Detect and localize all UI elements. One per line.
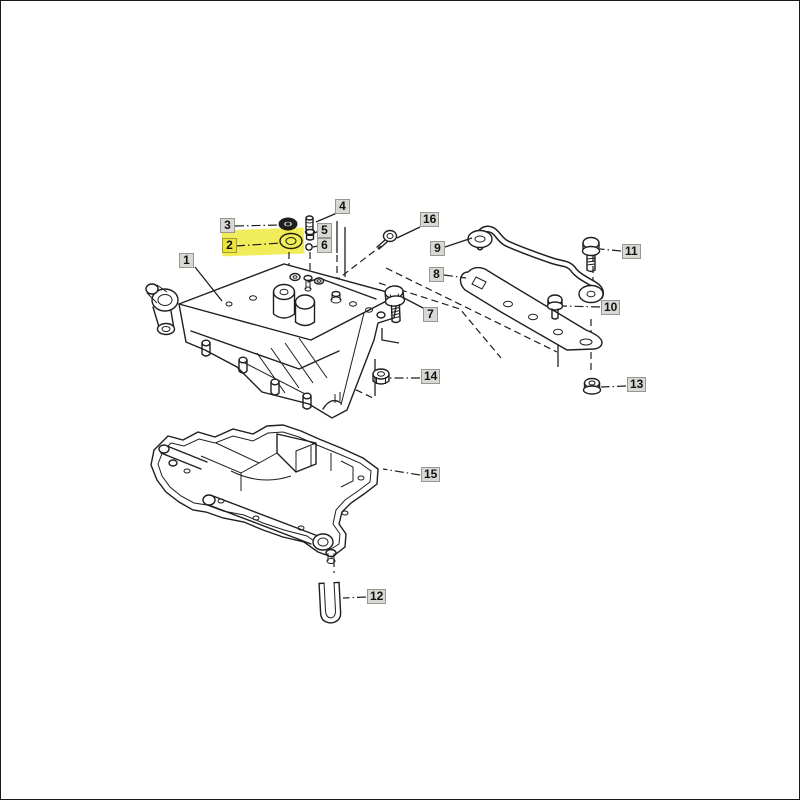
callout-8[interactable]: 8 — [429, 267, 444, 282]
part-4-pin — [305, 215, 314, 231]
part-11-bolt — [581, 236, 601, 273]
part-9-bracket — [467, 225, 604, 304]
callout-10[interactable]: 10 — [601, 300, 621, 315]
part-1-housing — [145, 263, 399, 419]
callout-3[interactable]: 3 — [220, 218, 235, 233]
part-13-nut — [582, 377, 602, 395]
callout-16[interactable]: 16 — [420, 212, 440, 227]
callout-4[interactable]: 4 — [335, 199, 350, 214]
part-8-bracket — [459, 266, 603, 351]
highlight-marker — [221, 227, 305, 257]
callout-9[interactable]: 9 — [430, 241, 445, 256]
callout-1[interactable]: 1 — [179, 253, 194, 268]
part-12-u-bracket — [318, 581, 342, 624]
part-15-oil-pan — [150, 424, 379, 564]
callout-7[interactable]: 7 — [423, 307, 438, 322]
part-16-clip — [376, 229, 398, 250]
callout-2[interactable]: 2 — [222, 238, 237, 253]
callout-12[interactable]: 12 — [367, 589, 387, 604]
callout-11[interactable]: 11 — [622, 244, 641, 259]
callout-14[interactable]: 14 — [421, 369, 441, 384]
part-10-bolt — [546, 294, 564, 320]
part-3-washer — [278, 217, 298, 231]
callout-6[interactable]: 6 — [317, 238, 332, 253]
part-7-bolt — [384, 285, 406, 324]
callout-13[interactable]: 13 — [627, 377, 647, 392]
callout-15[interactable]: 15 — [421, 467, 441, 482]
part-14-nut — [372, 368, 390, 385]
part-6-ball — [305, 243, 313, 251]
part-5-pin — [304, 228, 316, 241]
leader-lines — [194, 212, 627, 599]
callout-5[interactable]: 5 — [317, 223, 332, 238]
